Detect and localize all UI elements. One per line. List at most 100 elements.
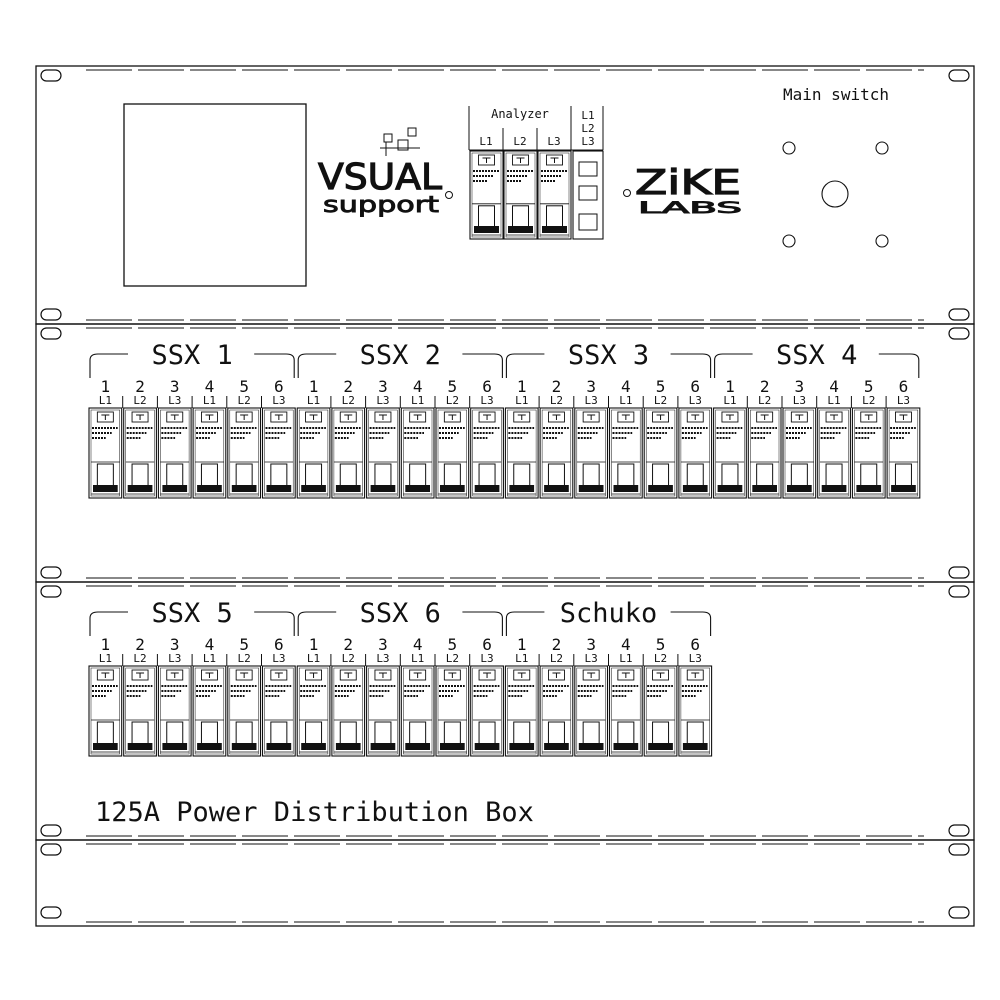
circuit-breaker[interactable] bbox=[713, 407, 747, 499]
group-label: SSX 3 bbox=[568, 340, 649, 371]
breaker-number: 4 bbox=[413, 377, 423, 396]
circuit-breaker[interactable] bbox=[504, 665, 539, 757]
circuit-breaker[interactable] bbox=[261, 665, 296, 757]
circuit-breaker[interactable] bbox=[366, 665, 400, 757]
breaker-phase: L1 bbox=[723, 394, 736, 407]
breaker-number: 5 bbox=[239, 635, 249, 654]
breaker-phase: L2 bbox=[862, 394, 875, 407]
circuit-breaker[interactable] bbox=[331, 665, 366, 757]
circuit-breaker[interactable] bbox=[643, 407, 678, 499]
circuit-breaker[interactable] bbox=[747, 407, 782, 499]
mounting-slots bbox=[40, 69, 970, 919]
rack-unit-4 bbox=[35, 839, 975, 927]
breaker-phase: L1 bbox=[827, 394, 840, 407]
circuit-breaker[interactable] bbox=[470, 407, 504, 499]
circuit-breaker[interactable] bbox=[539, 407, 574, 499]
breaker-phase: L1 bbox=[307, 652, 320, 665]
breaker-number: 4 bbox=[205, 377, 215, 396]
analyzer-breaker[interactable] bbox=[537, 150, 572, 240]
breaker-phase: L1 bbox=[411, 394, 424, 407]
breaker-number: 5 bbox=[239, 377, 249, 396]
circuit-breaker[interactable] bbox=[574, 407, 609, 499]
circuit-breaker[interactable] bbox=[227, 665, 262, 757]
breaker-phase: L2 bbox=[342, 652, 355, 665]
breaker-phase: L2 bbox=[758, 394, 771, 407]
breaker-number: 3 bbox=[170, 635, 180, 654]
breaker-phase: L1 bbox=[619, 652, 632, 665]
breaker-number: 4 bbox=[829, 377, 839, 396]
circuit-breaker[interactable] bbox=[435, 665, 470, 757]
main-switch-screw bbox=[875, 234, 889, 248]
main-switch-knob[interactable] bbox=[821, 180, 849, 208]
circuit-breaker[interactable] bbox=[157, 407, 192, 499]
breaker-phase: L1 bbox=[99, 652, 112, 665]
breaker-number: 2 bbox=[135, 377, 145, 396]
circuit-breaker[interactable] bbox=[470, 665, 504, 757]
circuit-breaker[interactable] bbox=[261, 407, 296, 499]
circuit-breaker[interactable] bbox=[782, 407, 817, 499]
breaker-phase: L2 bbox=[654, 652, 667, 665]
circuit-breaker[interactable] bbox=[227, 407, 262, 499]
circuit-breaker[interactable] bbox=[435, 407, 470, 499]
breaker-number: 6 bbox=[274, 377, 284, 396]
breaker-phase: L3 bbox=[689, 652, 702, 665]
breaker-phase: L1 bbox=[203, 652, 216, 665]
circuit-breaker[interactable] bbox=[678, 665, 713, 757]
circuit-breaker[interactable] bbox=[400, 407, 435, 499]
analyzer-side-l2: L2 bbox=[581, 122, 594, 135]
breaker-number: 1 bbox=[101, 635, 111, 654]
group-label: SSX 1 bbox=[151, 340, 232, 371]
main-switch-screw bbox=[875, 141, 889, 155]
breaker-phase: L1 bbox=[515, 652, 528, 665]
circuit-breaker[interactable] bbox=[88, 407, 123, 499]
circuit-breaker[interactable] bbox=[366, 407, 400, 499]
circuit-breaker[interactable] bbox=[504, 407, 539, 499]
circuit-breaker[interactable] bbox=[331, 407, 366, 499]
breaker-number: 6 bbox=[274, 635, 284, 654]
circuit-breaker[interactable] bbox=[643, 665, 678, 757]
analyzer-meter bbox=[572, 150, 604, 240]
circuit-breaker[interactable] bbox=[574, 665, 609, 757]
breaker-phase: L1 bbox=[619, 394, 632, 407]
circuit-breaker[interactable] bbox=[192, 407, 227, 499]
breaker-phase: L2 bbox=[446, 394, 459, 407]
circuit-breaker[interactable] bbox=[817, 407, 851, 499]
breaker-number: 6 bbox=[482, 635, 492, 654]
visual-support-logo: VSUAL support bbox=[317, 127, 453, 218]
circuit-breaker[interactable] bbox=[886, 407, 921, 499]
analyzer-breakers bbox=[469, 150, 604, 240]
breaker-number: 1 bbox=[309, 377, 319, 396]
breaker-phase: L3 bbox=[480, 652, 493, 665]
circuit-breaker[interactable] bbox=[400, 665, 435, 757]
circuit-breaker[interactable] bbox=[88, 665, 123, 757]
circuit-breaker[interactable] bbox=[678, 407, 713, 499]
group-label: SSX 5 bbox=[151, 598, 232, 629]
breaker-number: 2 bbox=[552, 377, 562, 396]
circuit-breaker[interactable] bbox=[296, 665, 331, 757]
main-switch[interactable]: Main switch bbox=[782, 85, 889, 248]
analyzer-breaker[interactable] bbox=[503, 150, 538, 240]
circuit-breaker[interactable] bbox=[123, 407, 157, 499]
circuit-breaker[interactable] bbox=[608, 665, 643, 757]
circuit-breaker[interactable] bbox=[123, 665, 157, 757]
breaker-number: 3 bbox=[586, 635, 596, 654]
breaker-number: 1 bbox=[517, 635, 527, 654]
circuit-breaker[interactable] bbox=[851, 407, 886, 499]
logo-left-bottom: support bbox=[323, 193, 440, 218]
circuit-breaker[interactable] bbox=[608, 407, 643, 499]
breaker-phase: L2 bbox=[238, 394, 251, 407]
breaker-phase: L3 bbox=[168, 394, 181, 407]
logo-left-top: VSUAL bbox=[318, 157, 442, 198]
circuit-breaker[interactable] bbox=[157, 665, 192, 757]
circuit-breaker[interactable] bbox=[296, 407, 331, 499]
breaker-number: 2 bbox=[343, 377, 353, 396]
analyzer-breaker[interactable] bbox=[469, 150, 504, 240]
breaker-number: 2 bbox=[343, 635, 353, 654]
circuit-breaker[interactable] bbox=[539, 665, 574, 757]
breaker-number: 4 bbox=[413, 635, 423, 654]
circuit-breaker[interactable] bbox=[192, 665, 227, 757]
